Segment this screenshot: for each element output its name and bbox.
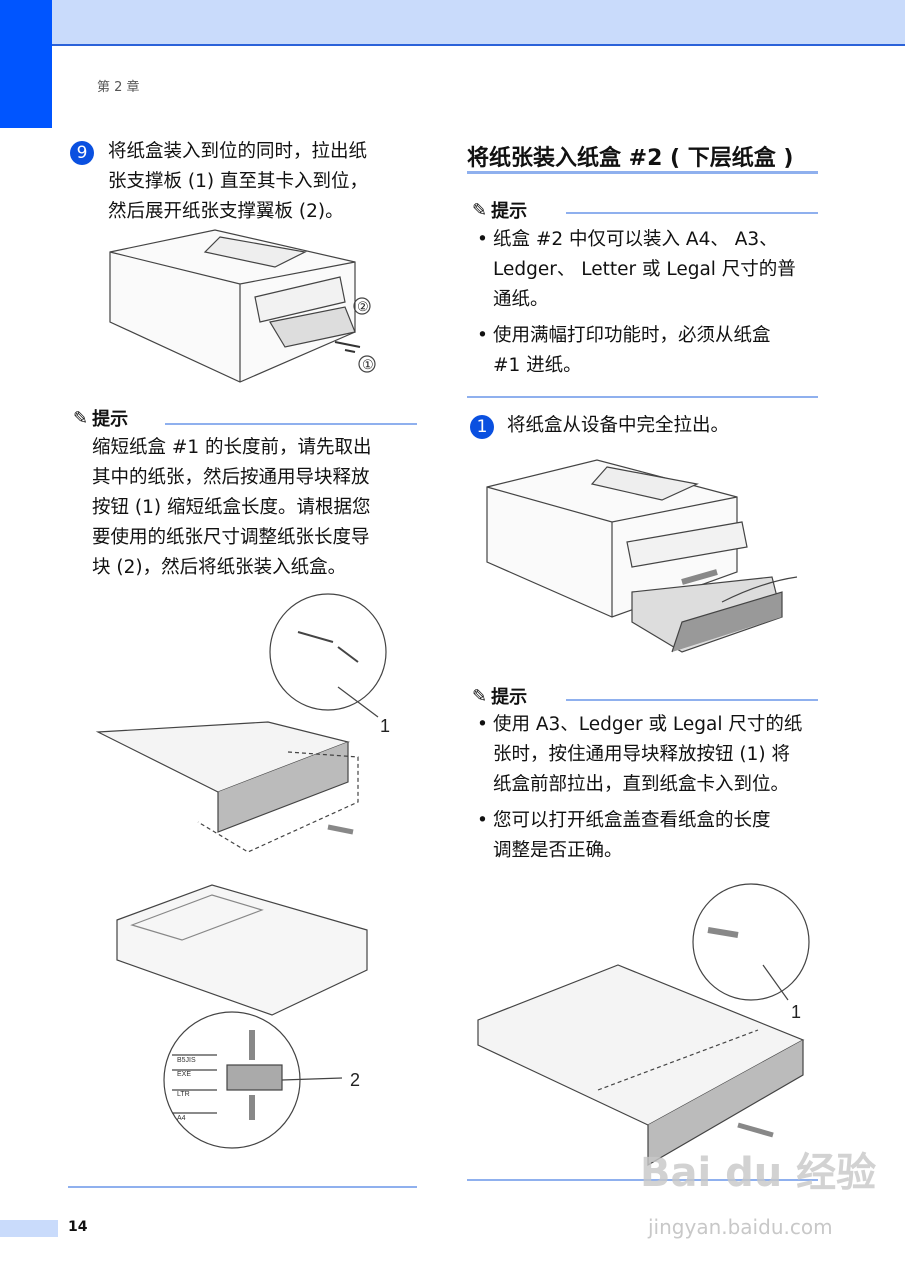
line: 要使用的纸张尺寸调整纸张长度导 (92, 527, 370, 548)
divider (165, 423, 417, 425)
note-pencil-icon: ✎ (472, 685, 488, 707)
note-heading: ✎提示 (73, 405, 128, 431)
line: 然后展开纸张支撑翼板 (2)。 (108, 201, 344, 222)
size-mark-b5: B5JIS (177, 1057, 196, 1064)
header-band (0, 0, 905, 46)
printer-pull-tray-figure (486, 459, 798, 653)
step-number: 9 (70, 141, 94, 165)
step-number: 1 (470, 415, 494, 439)
divider (467, 396, 818, 398)
watermark-url: jingyan.baidu.com (648, 1215, 833, 1239)
callout-2: 2 (350, 1070, 360, 1090)
divider (68, 1186, 417, 1188)
page-number: 14 (68, 1219, 88, 1235)
callout-1: 1 (791, 1002, 801, 1022)
heading-underline (467, 171, 818, 174)
note-pencil-icon: ✎ (472, 199, 488, 221)
note-pencil-icon: ✎ (73, 407, 89, 429)
printer-figure-paper-support: ② ① (109, 229, 376, 383)
section-heading: 将纸张装入纸盒 #2 ( 下层纸盒 ) (467, 146, 794, 171)
note-heading: ✎提示 (472, 683, 527, 709)
line: 其中的纸张，然后按通用导块释放 (92, 467, 370, 488)
callout-1: 1 (380, 716, 390, 736)
chapter-label: 第 2 章 (97, 80, 140, 95)
callout-1: ① (362, 357, 374, 372)
line: 块 (2)，然后将纸张装入纸盒。 (92, 557, 347, 578)
bullet-item: 纸盒 #2 中仅可以装入 A4、 A3、 Ledger、 Letter 或 Leg… (477, 225, 822, 315)
size-mark-ltr: LTR (177, 1091, 190, 1098)
step-9-text: 将纸盒装入到位的同时，拉出纸 张支撑板 (1) 直至其卡入到位， 然后展开纸张支… (108, 137, 368, 227)
size-mark-exe: EXE (177, 1071, 191, 1078)
chapter-tab (0, 0, 52, 128)
bullet-item: 使用满幅打印功能时，必须从纸盒 #1 进纸。 (477, 321, 822, 381)
line: 调整是否正确。 (493, 840, 623, 861)
line: 张支撑板 (1) 直至其卡入到位， (108, 171, 368, 192)
line: 使用满幅打印功能时，必须从纸盒 (493, 325, 771, 346)
note-bullets: 纸盒 #2 中仅可以装入 A4、 A3、 Ledger、 Letter 或 Leg… (477, 225, 822, 381)
note-heading: ✎提示 (472, 197, 527, 223)
line: 您可以打开纸盒盖查看纸盒的长度 (493, 810, 771, 831)
note-title: 提示 (92, 409, 129, 430)
note-title: 提示 (491, 687, 528, 708)
note-text: 缩短纸盒 #1 的长度前，请先取出 其中的纸张，然后按通用导块释放 按钮 (1)… (92, 433, 372, 583)
callout-2: ② (357, 299, 369, 314)
line: 按钮 (1) 缩短纸盒长度。请根据您 (92, 497, 371, 518)
watermark-logo: Bai du 经验 (640, 1150, 877, 1196)
line: #1 进纸。 (493, 355, 582, 376)
line: 缩短纸盒 #1 的长度前，请先取出 (92, 437, 372, 458)
step-1-text: 将纸盒从设备中完全拉出。 (507, 415, 730, 436)
divider (566, 212, 818, 214)
tray-shorten-figure: 1 (95, 593, 390, 853)
tray-length-guide-figure: B5JIS EXE LTR A4 2 (116, 884, 368, 1149)
line: 纸盒前部拉出，直到纸盒卡入到位。 (493, 774, 790, 795)
line: 张时，按住通用导块释放按钮 (1) 将 (493, 744, 790, 765)
line: 纸盒 #2 中仅可以装入 A4、 A3、 (493, 229, 778, 250)
note-title: 提示 (491, 201, 528, 222)
page-number-bar (0, 1220, 58, 1237)
line: 通纸。 (493, 289, 549, 310)
divider (467, 1179, 818, 1181)
line: Ledger、 Letter 或 Legal 尺寸的普 (493, 259, 796, 280)
line: 将纸盒装入到位的同时，拉出纸 (108, 141, 368, 162)
line: 使用 A3、Ledger 或 Legal 尺寸的纸 (493, 714, 803, 735)
tray-extend-figure: 1 (477, 883, 810, 1167)
divider (566, 699, 818, 701)
size-mark-a4: A4 (177, 1115, 186, 1122)
